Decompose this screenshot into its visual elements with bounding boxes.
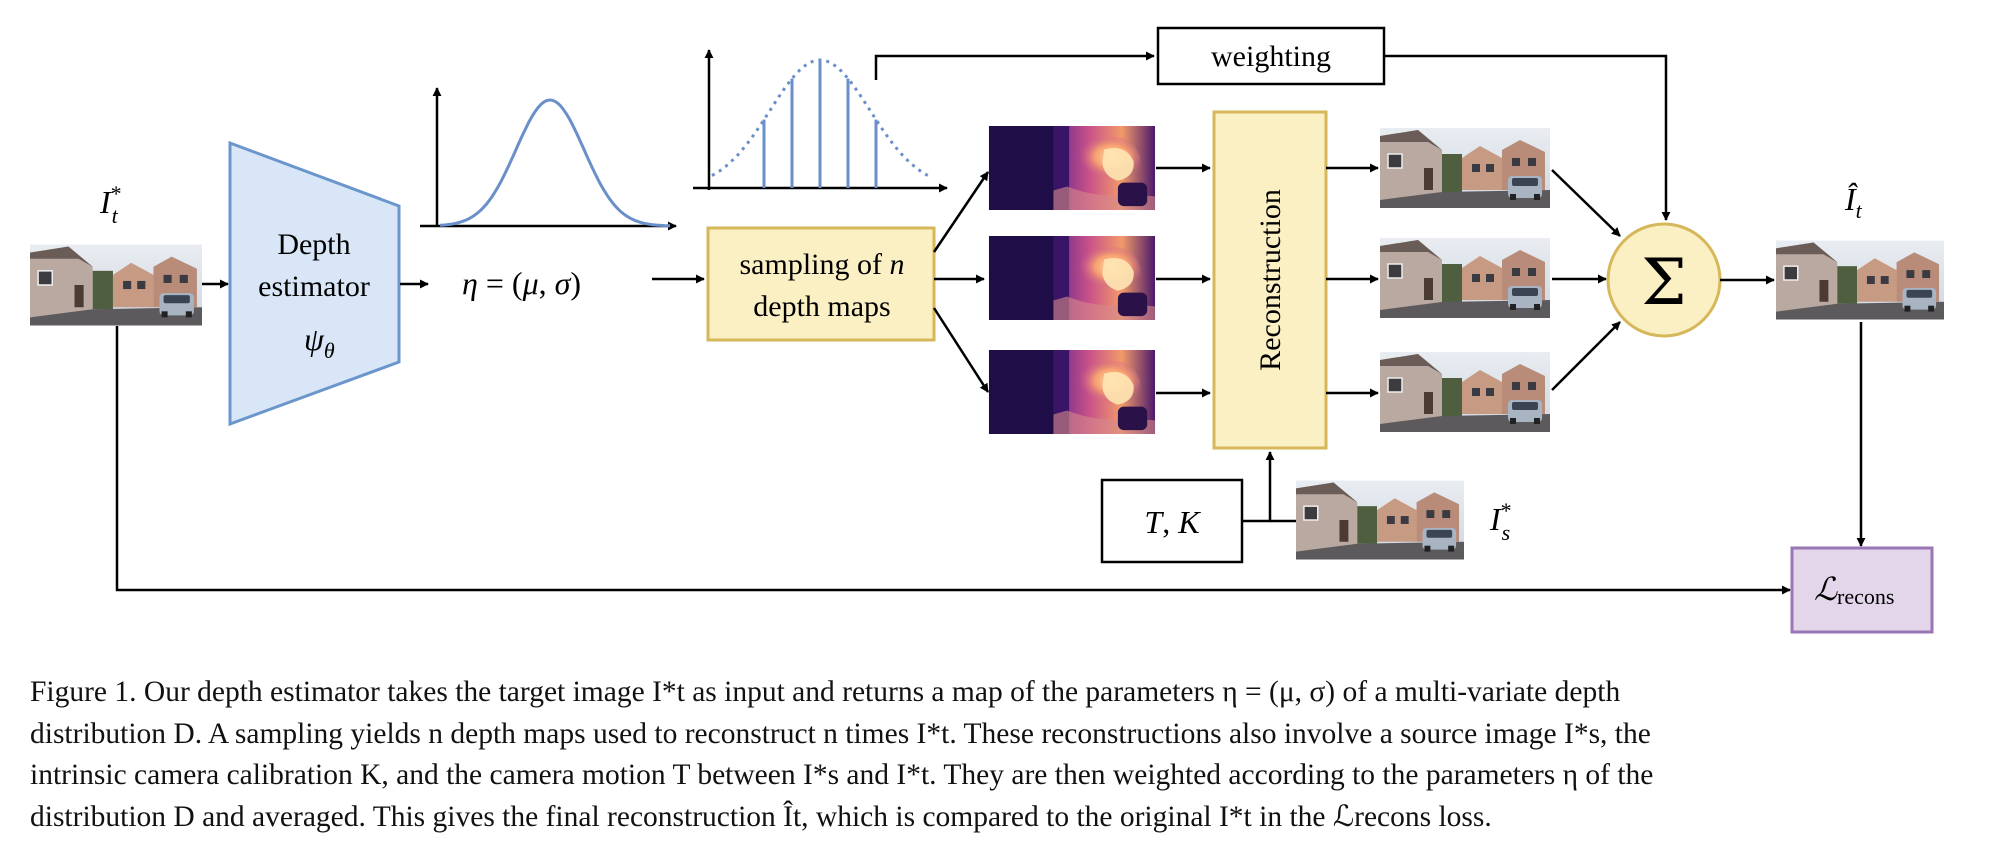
sampling-dotted-curve: [711, 58, 933, 179]
depth-estimator-line1: Depth: [277, 228, 350, 261]
figure-caption: Figure 1. Our depth estimator takes the …: [30, 672, 1975, 838]
reconstruction-box: [1212, 110, 1328, 450]
depth-map-1: [988, 126, 1156, 210]
depth-estimator-line2: estimator: [258, 270, 370, 303]
output-street-image: [1776, 239, 1944, 321]
reconstructed-image-1: [1380, 127, 1550, 209]
pipeline-diagram: I*t Depth estimator ψθ η = (μ, σ) sampli…: [30, 26, 1944, 634]
caption-line-4: distribution D and averaged. This gives …: [30, 800, 1492, 833]
source-image-label: I*s: [1489, 498, 1512, 545]
sampling-line1: sampling of n: [740, 248, 905, 281]
tk-box: [1100, 478, 1244, 564]
sum-symbol: Σ: [1641, 246, 1686, 320]
caption-line-3: intrinsic camera calibration K, and the …: [30, 759, 1654, 791]
loss-box: [1790, 546, 1934, 634]
weighting-label: weighting: [1211, 40, 1331, 73]
output-image-label: Ît: [1844, 181, 1863, 223]
caption-line-1: Figure 1. Our depth estimator takes the …: [30, 676, 1621, 708]
sample-lines: [762, 60, 878, 188]
depth-estimator-block: [228, 140, 401, 427]
input-street-image: [30, 244, 202, 326]
depth-map-3: [988, 350, 1156, 434]
caption-line-2: distribution D. A sampling yields n dept…: [30, 717, 1651, 750]
reconstruction-label: Reconstruction: [1254, 189, 1287, 371]
reconstructed-image-2: [1380, 237, 1550, 319]
tk-label: T, K: [1144, 504, 1201, 540]
gaussian-curve: [439, 98, 671, 228]
depth-map-2: [988, 236, 1156, 320]
sampling-box: [706, 226, 936, 342]
reconstructed-image-3: [1380, 351, 1550, 433]
eta-label: η = (μ, σ): [462, 265, 581, 301]
source-street-image: [1296, 479, 1464, 561]
input-image-label: I*t: [99, 181, 122, 228]
sampling-line2: depth maps: [753, 290, 890, 323]
